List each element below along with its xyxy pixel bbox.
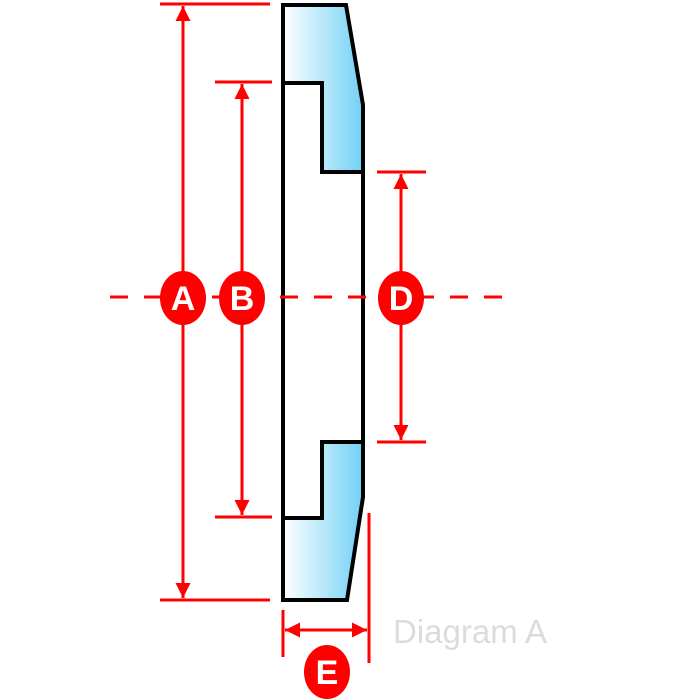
label-a-badge bbox=[160, 271, 206, 325]
label-e-badge bbox=[304, 645, 350, 699]
label-d: D bbox=[389, 280, 414, 318]
label-b: B bbox=[230, 280, 255, 318]
label-a: A bbox=[171, 280, 196, 318]
label-b-badge bbox=[219, 271, 265, 325]
diagram-caption: Diagram A bbox=[393, 613, 547, 650]
flange-bore bbox=[281, 81, 365, 520]
label-e: E bbox=[316, 654, 339, 692]
label-d-badge bbox=[378, 271, 424, 325]
